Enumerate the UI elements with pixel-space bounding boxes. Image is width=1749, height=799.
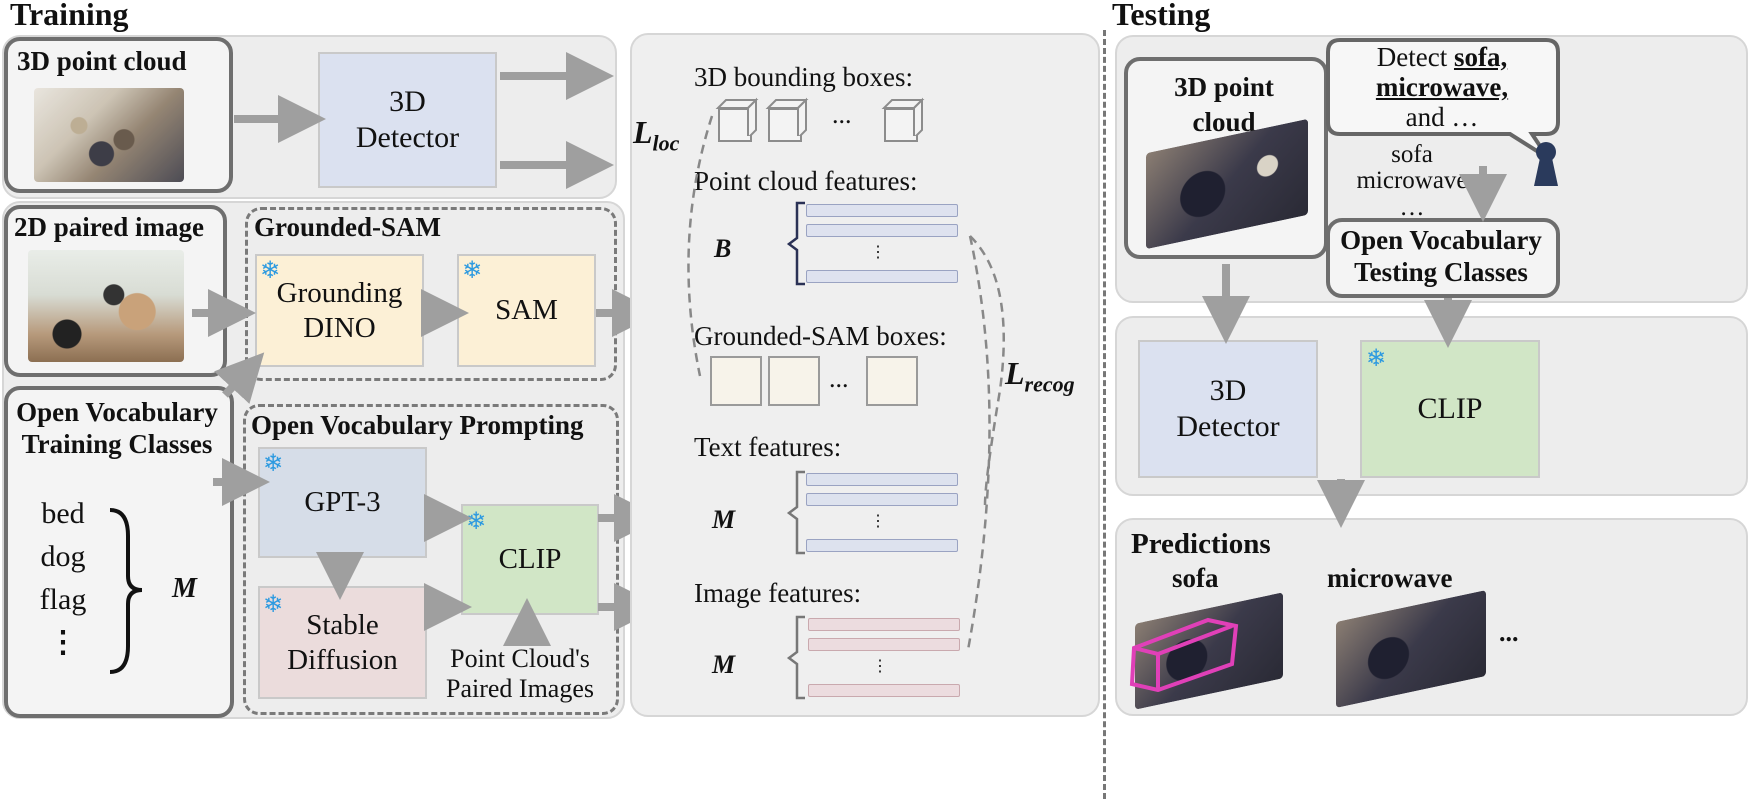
gsam-box-icon: [710, 356, 762, 406]
text-feature-bar: [806, 539, 958, 552]
sam-label: SAM: [495, 294, 558, 327]
point-cloud-image: [34, 88, 184, 182]
loss-recog-symbol: L: [1005, 355, 1025, 391]
brace-icon: [109, 508, 143, 674]
query-word-sofa: sofa,: [1453, 42, 1508, 72]
testing-title: Testing: [1112, 0, 1211, 32]
loss-recog-subscript: recog: [1024, 371, 1075, 397]
image-feature-bar: [808, 638, 960, 651]
snowflake-icon: ❄: [1366, 344, 1387, 372]
predictions-title: Predictions: [1131, 528, 1271, 560]
class-count-symbol: M: [172, 573, 197, 604]
query-prefix: Detect: [1376, 42, 1454, 72]
sam-box: SAM: [457, 254, 596, 367]
ov-testing-classes-label: Open Vocabulary Testing Classes: [1340, 225, 1542, 288]
loss-arcs: [687, 115, 1005, 651]
ov-training-classes-label: Open Vocabulary Training Classes: [16, 397, 218, 460]
vdots: ⋮: [870, 244, 886, 261]
image-feature-bar: [808, 618, 960, 631]
query-word-microwave: microwave,: [1375, 72, 1509, 103]
top-arrows: [234, 52, 614, 189]
ov-testing-classes-box: [1326, 218, 1560, 298]
text-count-symbol: M: [712, 505, 736, 534]
class-word: sofa: [1391, 141, 1433, 168]
vdots: ⋮: [870, 513, 886, 530]
pc-count-symbol: B: [714, 234, 732, 263]
class-item: ⋮: [48, 626, 78, 659]
loss-loc-subscript: loc: [652, 130, 680, 156]
pc-feature-bar: [806, 204, 958, 217]
point-cloud-label: 3D point cloud: [17, 46, 187, 76]
snowflake-icon: ❄: [462, 256, 483, 284]
ov-prompting-title: Open Vocabulary Prompting: [251, 410, 584, 440]
class-word: microwave: [1356, 167, 1468, 195]
vdots: ⋮: [872, 658, 888, 675]
image-feature-bar: [808, 684, 960, 697]
paired-images-caption: Point Cloud's Paired Images: [445, 644, 594, 703]
text-features-label: Text features:: [694, 432, 842, 462]
grounding-dino-label: Grounding DINO: [276, 276, 403, 344]
gpt3-label: GPT-3: [304, 486, 381, 519]
pred-bounding-box: [1129, 617, 1239, 692]
class-item: dog: [40, 540, 86, 573]
train-test-divider: [1103, 30, 1106, 799]
brace-icon: [786, 201, 805, 286]
test-clip-box: CLIP: [1360, 340, 1540, 478]
stable-diffusion-label: Stable Diffusion: [287, 608, 398, 676]
snowflake-icon: ❄: [263, 590, 284, 618]
stable-diffusion-box: Stable Diffusion: [258, 586, 427, 699]
paired-image-label: 2D paired image: [14, 212, 204, 242]
loss-recog-label: Lrecog: [1005, 355, 1075, 397]
loss-loc-label: Lloc: [633, 114, 679, 156]
clip-training-label: CLIP: [498, 543, 562, 576]
ov-prompting-group: [243, 404, 619, 715]
grounding-dino-box: Grounding DINO: [255, 254, 424, 367]
image-features-label: Image features:: [694, 578, 862, 608]
class-words: sofa microwave …: [1352, 141, 1472, 221]
test-detector-box: 3D Detector: [1138, 340, 1318, 478]
gsam-box-icon: [768, 356, 820, 406]
query-suffix: and …: [1405, 102, 1479, 133]
detector-label: 3D Detector: [355, 85, 460, 154]
brace-icon: [786, 470, 805, 555]
class-item: flag: [39, 583, 87, 616]
loss-loc-symbol: L: [633, 114, 653, 150]
bbox-ellipsis: ...: [832, 100, 852, 129]
paired-image: [28, 250, 184, 362]
grounded-sam-title: Grounded-SAM: [254, 212, 442, 242]
text-feature-bar: [806, 493, 958, 506]
snowflake-icon: ❄: [260, 256, 281, 284]
test-point-cloud-label: 3D point cloud: [1174, 72, 1274, 138]
ov-training-classes-box: [4, 386, 234, 718]
person-icon: [1534, 142, 1558, 186]
bbox-cube-icon: [718, 108, 752, 142]
arrow-icon: [214, 352, 265, 404]
test-detector-label: 3D Detector: [1176, 374, 1280, 443]
training-arrows: [192, 289, 660, 646]
testing-arrows: [1202, 166, 1507, 528]
gsam-ellipsis: ...: [829, 364, 849, 393]
pc-feature-bar: [806, 224, 958, 237]
features-panel: [630, 33, 1100, 717]
training-title: Training: [10, 0, 129, 32]
gsam-boxes-label: Grounded-SAM boxes:: [694, 321, 947, 351]
pc-feature-bar: [806, 270, 958, 283]
cube-tops: [715, 97, 925, 136]
bbox-label: 3D bounding boxes:: [694, 62, 913, 92]
brace-icon: [786, 615, 805, 700]
class-list: bed dog flag ⋮: [36, 492, 90, 664]
test-clip-label: CLIP: [1417, 392, 1483, 425]
pc-features-label: Point cloud features:: [694, 166, 918, 196]
pred-sofa-label: sofa: [1172, 563, 1219, 593]
gsam-box-icon: [866, 356, 918, 406]
query-text: Detect sofa, microwave, and …: [1336, 42, 1548, 133]
pred-more: ...: [1499, 618, 1519, 647]
pred-microwave-label: microwave: [1327, 563, 1453, 593]
class-word: …: [1399, 193, 1425, 221]
class-item: bed: [41, 497, 85, 530]
text-feature-bar: [806, 473, 958, 486]
image-count-symbol: M: [712, 650, 736, 679]
